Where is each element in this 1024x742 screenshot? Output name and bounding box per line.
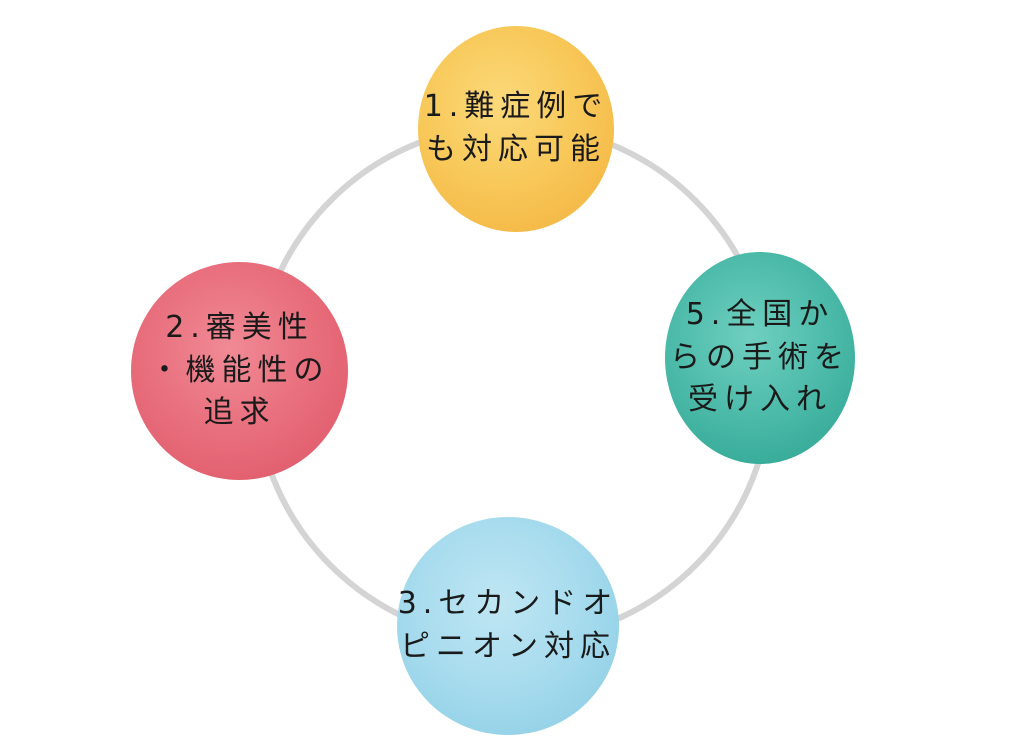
node-nationwide-surgery: 5.全国か らの手術を 受け入れ xyxy=(665,252,855,464)
node-label-aesthetics-function: 2.審美性 ・機能性の 追求 xyxy=(149,310,330,431)
node-label-difficult-cases: 1.難症例で も対応可能 xyxy=(423,89,609,167)
node-label-nationwide-surgery: 5.全国か らの手術を 受け入れ xyxy=(670,297,850,418)
node-difficult-cases: 1.難症例で も対応可能 xyxy=(418,26,614,232)
node-second-opinion: 3.セカンドオ ピニオン対応 xyxy=(397,517,619,735)
node-aesthetics-function: 2.審美性 ・機能性の 追求 xyxy=(131,262,348,480)
node-label-second-opinion: 3.セカンドオ ピニオン対応 xyxy=(397,586,619,664)
